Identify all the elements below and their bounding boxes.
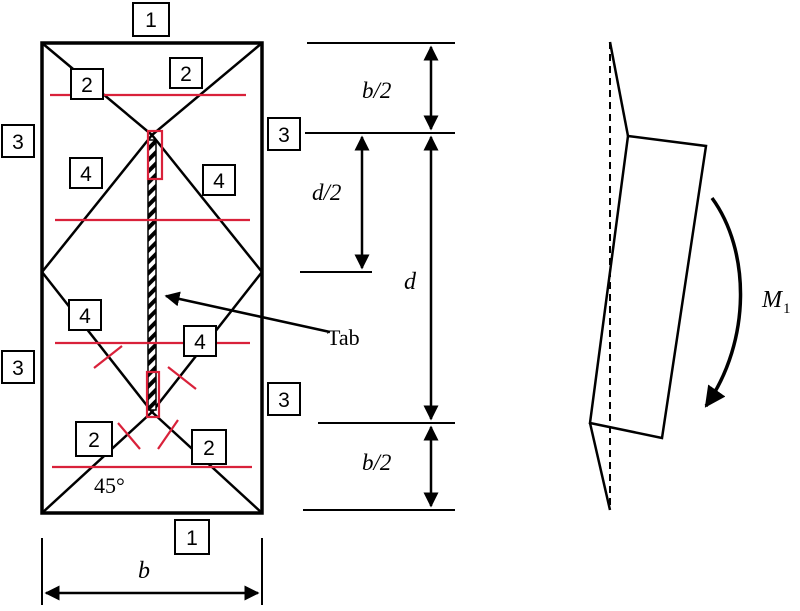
zone-box-3-lower-right: 3 bbox=[267, 382, 301, 416]
zone-box-4-upper-left: 4 bbox=[69, 157, 103, 189]
zone-box-2-bottom-left: 2 bbox=[75, 421, 113, 457]
moment-label: M bbox=[761, 287, 784, 313]
depth-label: d bbox=[404, 269, 417, 295]
half-width-top-label: b/2 bbox=[362, 78, 391, 103]
width-dimension bbox=[41, 538, 263, 605]
width-label: b bbox=[138, 558, 150, 584]
svg-text:3: 3 bbox=[12, 131, 24, 154]
red-tick-marks bbox=[93, 345, 197, 450]
zone-box-4-lower-right: 4 bbox=[183, 325, 217, 357]
tab-pointer-arrow bbox=[164, 291, 331, 334]
rotated-block bbox=[588, 41, 708, 511]
beam-outline bbox=[40, 41, 264, 515]
svg-text:4: 4 bbox=[194, 331, 206, 354]
svg-text:3: 3 bbox=[278, 389, 290, 412]
half-width-bottom-label: b/2 bbox=[362, 450, 391, 475]
half-depth-label: d/2 bbox=[312, 180, 341, 205]
angle-label: 45° bbox=[94, 473, 125, 498]
svg-text:4: 4 bbox=[80, 163, 92, 186]
svg-text:3: 3 bbox=[12, 357, 24, 380]
zone-box-4-upper-right: 4 bbox=[202, 164, 236, 196]
svg-text:1: 1 bbox=[145, 9, 157, 32]
zone-box-3-upper-right: 3 bbox=[267, 117, 301, 151]
svg-text:4: 4 bbox=[213, 170, 225, 193]
moment-arrow bbox=[704, 196, 743, 408]
svg-text:2: 2 bbox=[81, 74, 93, 97]
moment-subscript: 1 bbox=[783, 301, 791, 317]
zone-box-2-bottom-right: 2 bbox=[191, 429, 227, 465]
zone-box-4-lower-left: 4 bbox=[68, 299, 102, 331]
zone-box-3-upper-left: 3 bbox=[1, 124, 35, 158]
zone-box-3-lower-left: 3 bbox=[1, 350, 35, 384]
svg-text:4: 4 bbox=[79, 305, 91, 328]
tab-label: Tab bbox=[327, 325, 360, 350]
svg-text:2: 2 bbox=[180, 63, 192, 86]
svg-text:2: 2 bbox=[203, 437, 215, 460]
zone-box-2-top-left: 2 bbox=[70, 68, 104, 100]
zone-box-1-top: 1 bbox=[132, 2, 170, 37]
svg-text:3: 3 bbox=[278, 124, 290, 147]
zone-box-1-bottom: 1 bbox=[174, 519, 210, 555]
svg-text:1: 1 bbox=[186, 527, 198, 550]
svg-text:2: 2 bbox=[88, 429, 100, 452]
depth-dimensions bbox=[300, 42, 455, 511]
red-section-lines bbox=[50, 93, 252, 469]
zone-box-2-top-right: 2 bbox=[169, 57, 203, 89]
tab-strip bbox=[147, 139, 157, 411]
